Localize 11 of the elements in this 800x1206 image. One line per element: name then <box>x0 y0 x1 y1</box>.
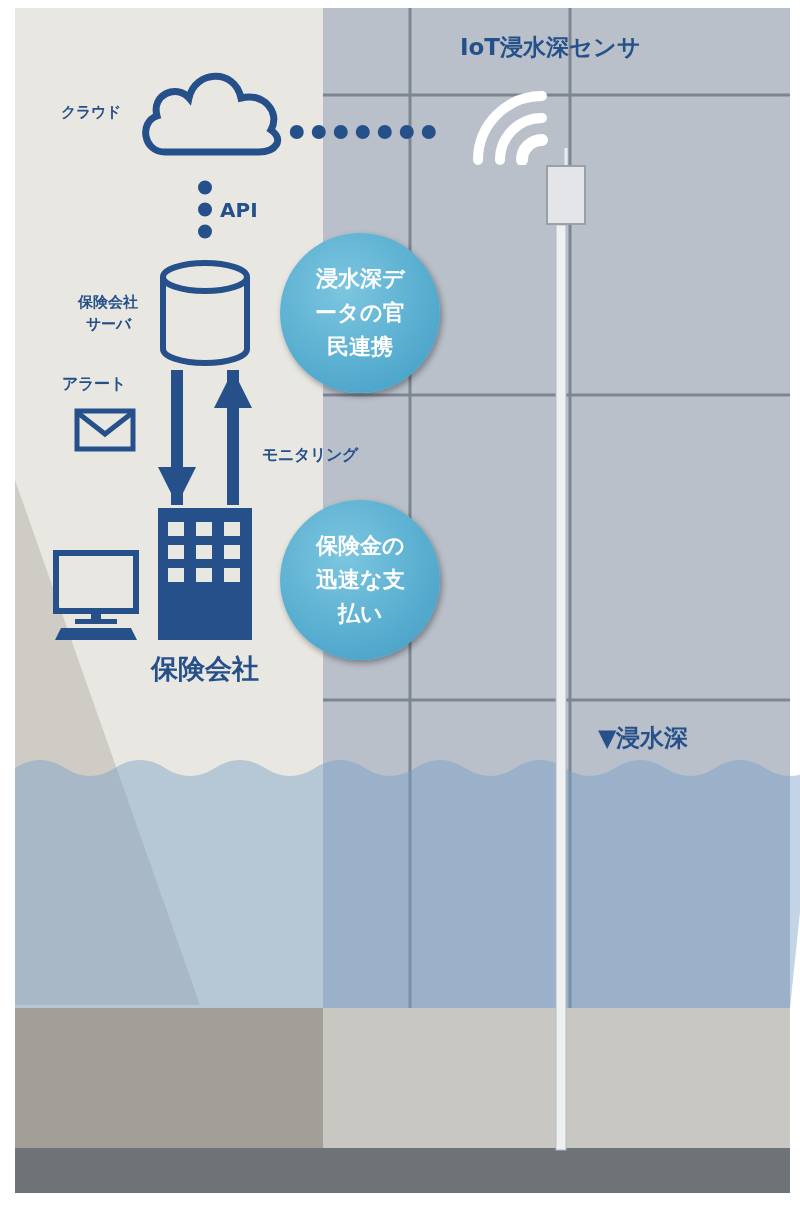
dotted-line <box>198 180 212 240</box>
node-label: 保険会社 <box>149 652 260 686</box>
node-label: クラウド <box>60 103 122 122</box>
arrow <box>157 370 197 505</box>
node-label: 保険会社サーバ <box>76 292 139 335</box>
node-label: IoT浸水深センサ <box>460 33 642 62</box>
arrow <box>213 370 253 505</box>
water-depth-label: ▼浸水深 <box>598 723 689 754</box>
edge-label: モニタリング <box>262 445 358 466</box>
edge-label: アラート <box>62 374 126 395</box>
edge-label: API <box>220 198 258 222</box>
